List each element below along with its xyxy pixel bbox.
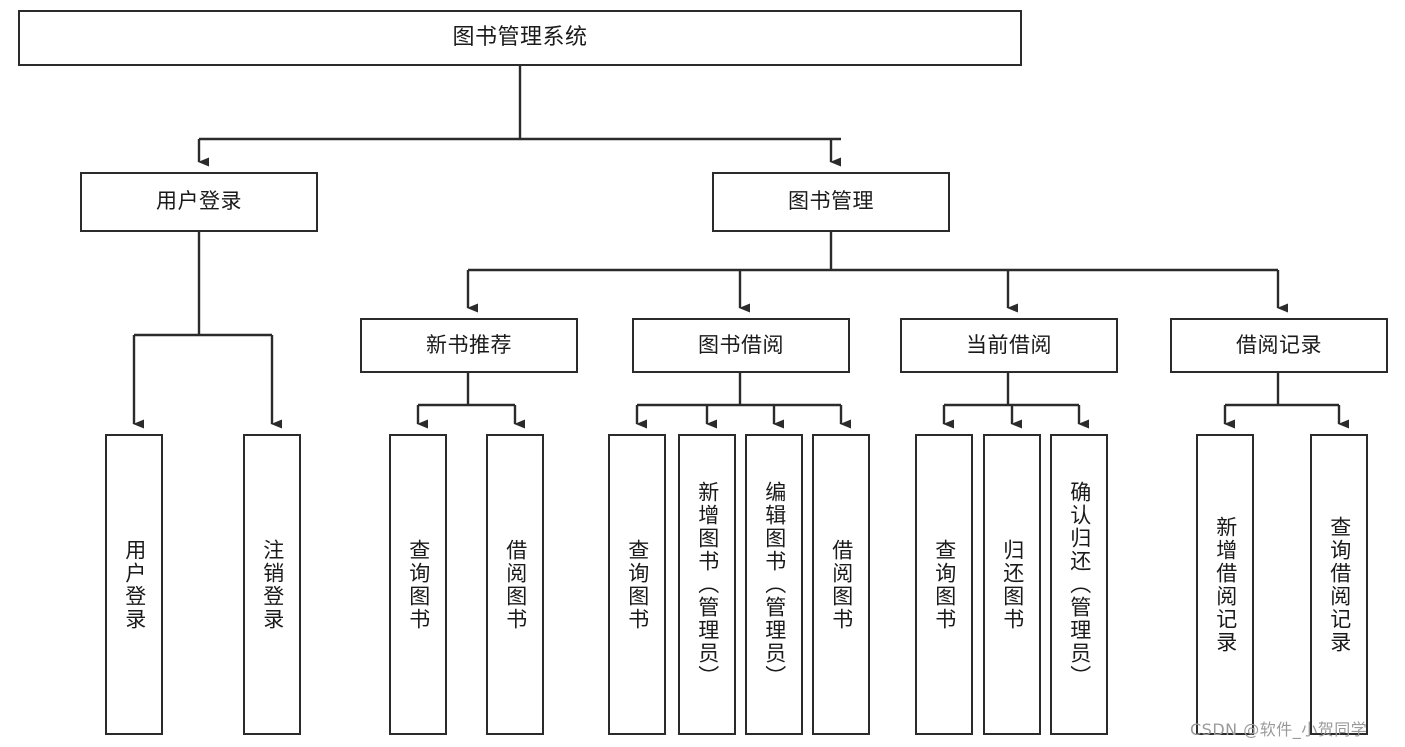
node-leaf-add-book-label: 新增图书（管理员）: [695, 481, 720, 688]
node-leaf-edit-book[interactable]: 编辑图书（管理员）: [745, 434, 803, 735]
node-leaf-add-record[interactable]: 新增借阅记录: [1196, 434, 1254, 735]
node-leaf-query-record[interactable]: 查询借阅记录: [1310, 434, 1368, 735]
node-leaf-borrow-book-1-label: 借阅图书: [503, 538, 528, 631]
node-leaf-query-book-1[interactable]: 查询图书: [389, 434, 447, 735]
node-leaf-user-login-label: 用户登录: [122, 538, 147, 631]
node-leaf-query-book-2[interactable]: 查询图书: [608, 434, 666, 735]
node-book-borrow[interactable]: 图书借阅: [632, 318, 850, 373]
node-leaf-user-logout[interactable]: 注销登录: [243, 434, 301, 735]
node-leaf-query-book-3-label: 查询图书: [932, 538, 957, 631]
csdn-watermark: CSDN @软件_小贺同学: [1190, 720, 1368, 739]
node-root-label: 图书管理系统: [452, 24, 588, 50]
node-leaf-add-book[interactable]: 新增图书（管理员）: [678, 434, 736, 735]
node-leaf-confirm-return-label: 确认归还（管理员）: [1067, 481, 1092, 688]
node-leaf-borrow-book-2[interactable]: 借阅图书: [812, 434, 870, 735]
node-book-borrow-label: 图书借阅: [698, 332, 784, 357]
node-new-book-recommend[interactable]: 新书推荐: [360, 318, 578, 373]
node-current-borrow[interactable]: 当前借阅: [900, 318, 1118, 373]
node-leaf-return-book[interactable]: 归还图书: [983, 434, 1041, 735]
node-book-manage-label: 图书管理: [788, 189, 874, 214]
node-user-login[interactable]: 用户登录: [80, 172, 318, 232]
node-new-book-recommend-label: 新书推荐: [426, 332, 512, 357]
node-borrow-record-label: 借阅记录: [1236, 332, 1322, 357]
node-leaf-borrow-book-2-label: 借阅图书: [829, 538, 854, 631]
node-leaf-confirm-return[interactable]: 确认归还（管理员）: [1050, 434, 1108, 735]
node-book-manage[interactable]: 图书管理: [712, 172, 950, 232]
node-leaf-user-logout-label: 注销登录: [260, 538, 285, 631]
node-leaf-edit-book-label: 编辑图书（管理员）: [762, 481, 787, 688]
node-root[interactable]: 图书管理系统: [18, 10, 1022, 66]
node-leaf-query-record-label: 查询借阅记录: [1327, 515, 1352, 654]
node-current-borrow-label: 当前借阅: [966, 332, 1052, 357]
node-leaf-borrow-book-1[interactable]: 借阅图书: [486, 434, 544, 735]
node-borrow-record[interactable]: 借阅记录: [1170, 318, 1388, 373]
node-leaf-query-book-2-label: 查询图书: [625, 538, 650, 631]
node-leaf-query-book-1-label: 查询图书: [406, 538, 431, 631]
node-leaf-query-book-3[interactable]: 查询图书: [915, 434, 973, 735]
node-leaf-add-record-label: 新增借阅记录: [1213, 515, 1238, 654]
node-leaf-user-login[interactable]: 用户登录: [105, 434, 163, 735]
node-leaf-return-book-label: 归还图书: [1000, 538, 1025, 631]
node-user-login-label: 用户登录: [156, 189, 242, 214]
